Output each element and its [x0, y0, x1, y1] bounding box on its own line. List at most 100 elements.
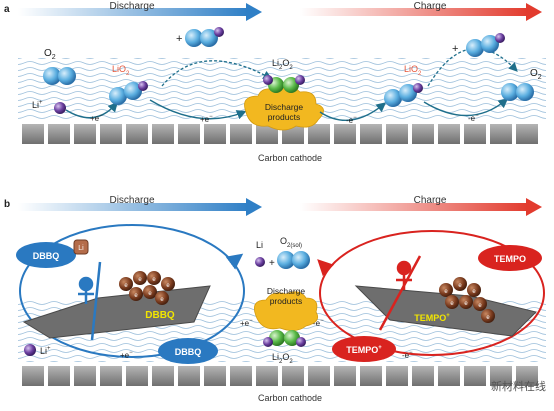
tempo-bottom-badge: TEMPO+ [332, 336, 396, 362]
o2-sol-label: O [280, 236, 287, 246]
tempo-bottom-label: TEMPO [346, 345, 378, 355]
plus-sign-b-center: + [269, 258, 275, 269]
products-line2-b: products [270, 296, 303, 306]
svg-text:e: e [160, 297, 164, 303]
li-ion-a [54, 102, 66, 114]
panel-b: b Discharge Charge [4, 195, 546, 403]
svg-text:TEMPO+: TEMPO+ [414, 313, 450, 323]
plus-sign-a-right: + [452, 43, 458, 55]
discharge-label-a: Discharge [109, 1, 154, 12]
dbbq-top-badge: DBBQ Li [16, 239, 89, 268]
svg-text:Li2O2: Li2O2 [272, 352, 293, 365]
li-label-center: Li [256, 240, 263, 250]
svg-text:e: e [152, 277, 156, 283]
svg-text:Li+: Li+ [32, 100, 43, 110]
discharge-arrow [18, 3, 262, 21]
svg-text:e: e [450, 301, 454, 307]
svg-text:-e−: -e− [313, 318, 324, 328]
svg-text:e: e [458, 283, 462, 289]
reaction-arrow-2 [149, 99, 247, 120]
svg-text:e: e [166, 283, 170, 289]
dbbq-li-badge: Li [78, 245, 84, 252]
dbbq-boat-label: DBBQ [145, 310, 175, 321]
svg-text:LiO2: LiO2 [112, 64, 130, 77]
cathode-label-b: Carbon cathode [258, 393, 322, 403]
reaction-arrow-1 [65, 101, 118, 119]
svg-text:-e−: -e− [346, 115, 357, 125]
li-plus-label-b: Li [40, 346, 47, 356]
svg-text:e: e [138, 277, 142, 283]
svg-text:O2: O2 [44, 48, 56, 61]
charge-arrow-b [300, 198, 542, 216]
discharge-products-b [253, 291, 319, 331]
li2o2-label-b: Li [272, 352, 279, 362]
electron-label-b-left: +e [120, 351, 130, 360]
dbbq-bottom-label: DBBQ [175, 347, 202, 357]
li2o2-molecule-b [263, 330, 306, 347]
svg-text:-e−: -e− [468, 113, 479, 123]
lio2-label-left: LiO [112, 64, 126, 74]
tempo-cycle-loop [319, 230, 545, 356]
svg-text:+e−: +e− [240, 318, 253, 328]
charge-arrow [300, 3, 542, 21]
tempo-top-label: TEMPO [494, 254, 526, 264]
reaction-arrow-3 [319, 102, 387, 121]
svg-text:e: e [148, 291, 152, 297]
discharge-arrow-b [18, 198, 262, 216]
svg-text:Li2O2: Li2O2 [272, 58, 293, 71]
li-plus-label-a: Li [32, 100, 39, 110]
svg-text:e: e [444, 289, 448, 295]
products-line1-a: Discharge [265, 102, 304, 112]
dbbq-cycle-loop [19, 224, 245, 358]
o2-label-left-sub: 2 [52, 54, 56, 61]
reaction-arrow-4 [423, 98, 509, 117]
svg-text:+e−: +e− [120, 350, 133, 360]
svg-text:LiO2: LiO2 [404, 64, 422, 77]
svg-text:+e−: +e− [90, 113, 103, 123]
svg-text:O2: O2 [530, 68, 542, 81]
svg-text:-e−: -e− [402, 350, 413, 360]
rower-left [78, 261, 102, 341]
svg-text:e: e [486, 315, 490, 321]
electron-label-3: -e [346, 116, 354, 125]
products-line1-b: Discharge [267, 286, 306, 296]
panel-a: a Discharge Charge [4, 1, 546, 163]
lio2-molecule-top [185, 27, 224, 47]
charge-label-a: Charge [414, 1, 447, 12]
li-ion-b [24, 344, 36, 356]
dbbq-bottom-badge: DBBQ [158, 338, 218, 364]
dbbq-top-label: DBBQ [33, 251, 60, 261]
svg-text:e: e [124, 283, 128, 289]
electron-label-b-cr: -e [313, 319, 321, 328]
o2-label-right: O [530, 68, 538, 79]
panel-b-label: b [4, 199, 10, 210]
o2-sol-molecule [277, 251, 310, 269]
svg-text:e: e [464, 301, 468, 307]
products-line2-a: products [268, 112, 301, 122]
svg-text:e: e [134, 293, 138, 299]
panel-a-label: a [4, 4, 10, 15]
lio2-molecule-left [109, 81, 148, 105]
electron-label-b-right: -e [402, 351, 410, 360]
cathode-label-a: Carbon cathode [258, 153, 322, 163]
tempo-boat-label: TEMPO [414, 313, 446, 323]
rower-right [378, 255, 422, 331]
discharge-products-a [244, 86, 324, 131]
discharge-label-b: Discharge [109, 195, 154, 206]
svg-text:e: e [472, 289, 476, 295]
carbon-cathode-b [22, 366, 538, 386]
dashed-arrow-a-left [161, 60, 273, 87]
tempo-top-badge: TEMPO [478, 245, 542, 271]
electron-label-1: +e [90, 114, 100, 123]
li2o2-molecule-a [263, 75, 305, 93]
li-atom-center [255, 257, 265, 267]
svg-text:TEMPO+: TEMPO+ [346, 345, 382, 355]
electron-label-4: -e [468, 114, 476, 123]
plus-sign-a-left: + [176, 33, 182, 45]
lio2-molecule-right [384, 83, 423, 107]
lio2-molecule-top-right [466, 33, 505, 57]
li2o2-label-a: Li [272, 58, 279, 68]
electron-spheres-right: e e e e e e e [439, 277, 495, 323]
o2-molecule-right [501, 83, 534, 101]
o2-molecule-left [43, 67, 76, 85]
